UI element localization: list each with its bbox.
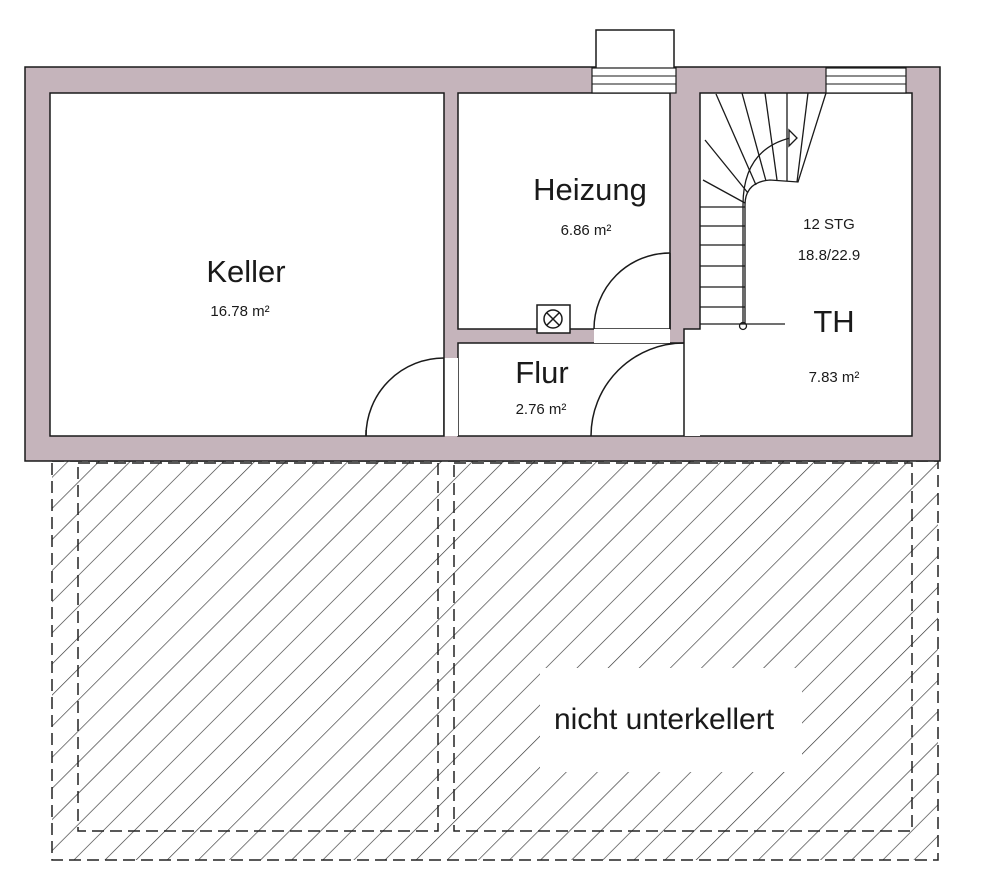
door-keller — [365, 357, 445, 437]
boiler-icon — [536, 304, 571, 334]
opening-flur-th — [684, 343, 700, 436]
room-flur-name: Flur — [515, 355, 568, 390]
door-heizung — [593, 252, 671, 330]
opening-keller-flur — [444, 358, 458, 436]
window-heizung — [591, 67, 677, 94]
door-th — [590, 342, 685, 437]
unexcavated-area: nicht unterkellert — [51, 460, 939, 861]
room-keller-area: 16.78 m² — [210, 303, 269, 320]
chimney — [595, 29, 675, 71]
room-flur-area: 2.76 m² — [516, 401, 567, 418]
unexcavated-right-outline — [453, 462, 913, 832]
window-th — [825, 67, 907, 94]
room-th-name: TH — [813, 304, 854, 339]
staircase — [700, 92, 827, 331]
unexcavated-label: nicht unterkellert — [554, 703, 775, 736]
unexcavated-left-outline — [77, 462, 439, 832]
room-keller-name: Keller — [206, 254, 285, 289]
room-th-area: 7.83 m² — [809, 369, 860, 386]
stair-ratio-label: 18.8/22.9 — [798, 247, 861, 264]
room-heizung-name: Heizung — [533, 172, 647, 207]
opening-heizung-flur — [594, 329, 670, 343]
room-heizung-area: 6.86 m² — [561, 222, 612, 239]
stair-steps-label: 12 STG — [803, 216, 855, 233]
walls — [24, 66, 941, 462]
unexcavated-label-mask — [540, 668, 802, 772]
